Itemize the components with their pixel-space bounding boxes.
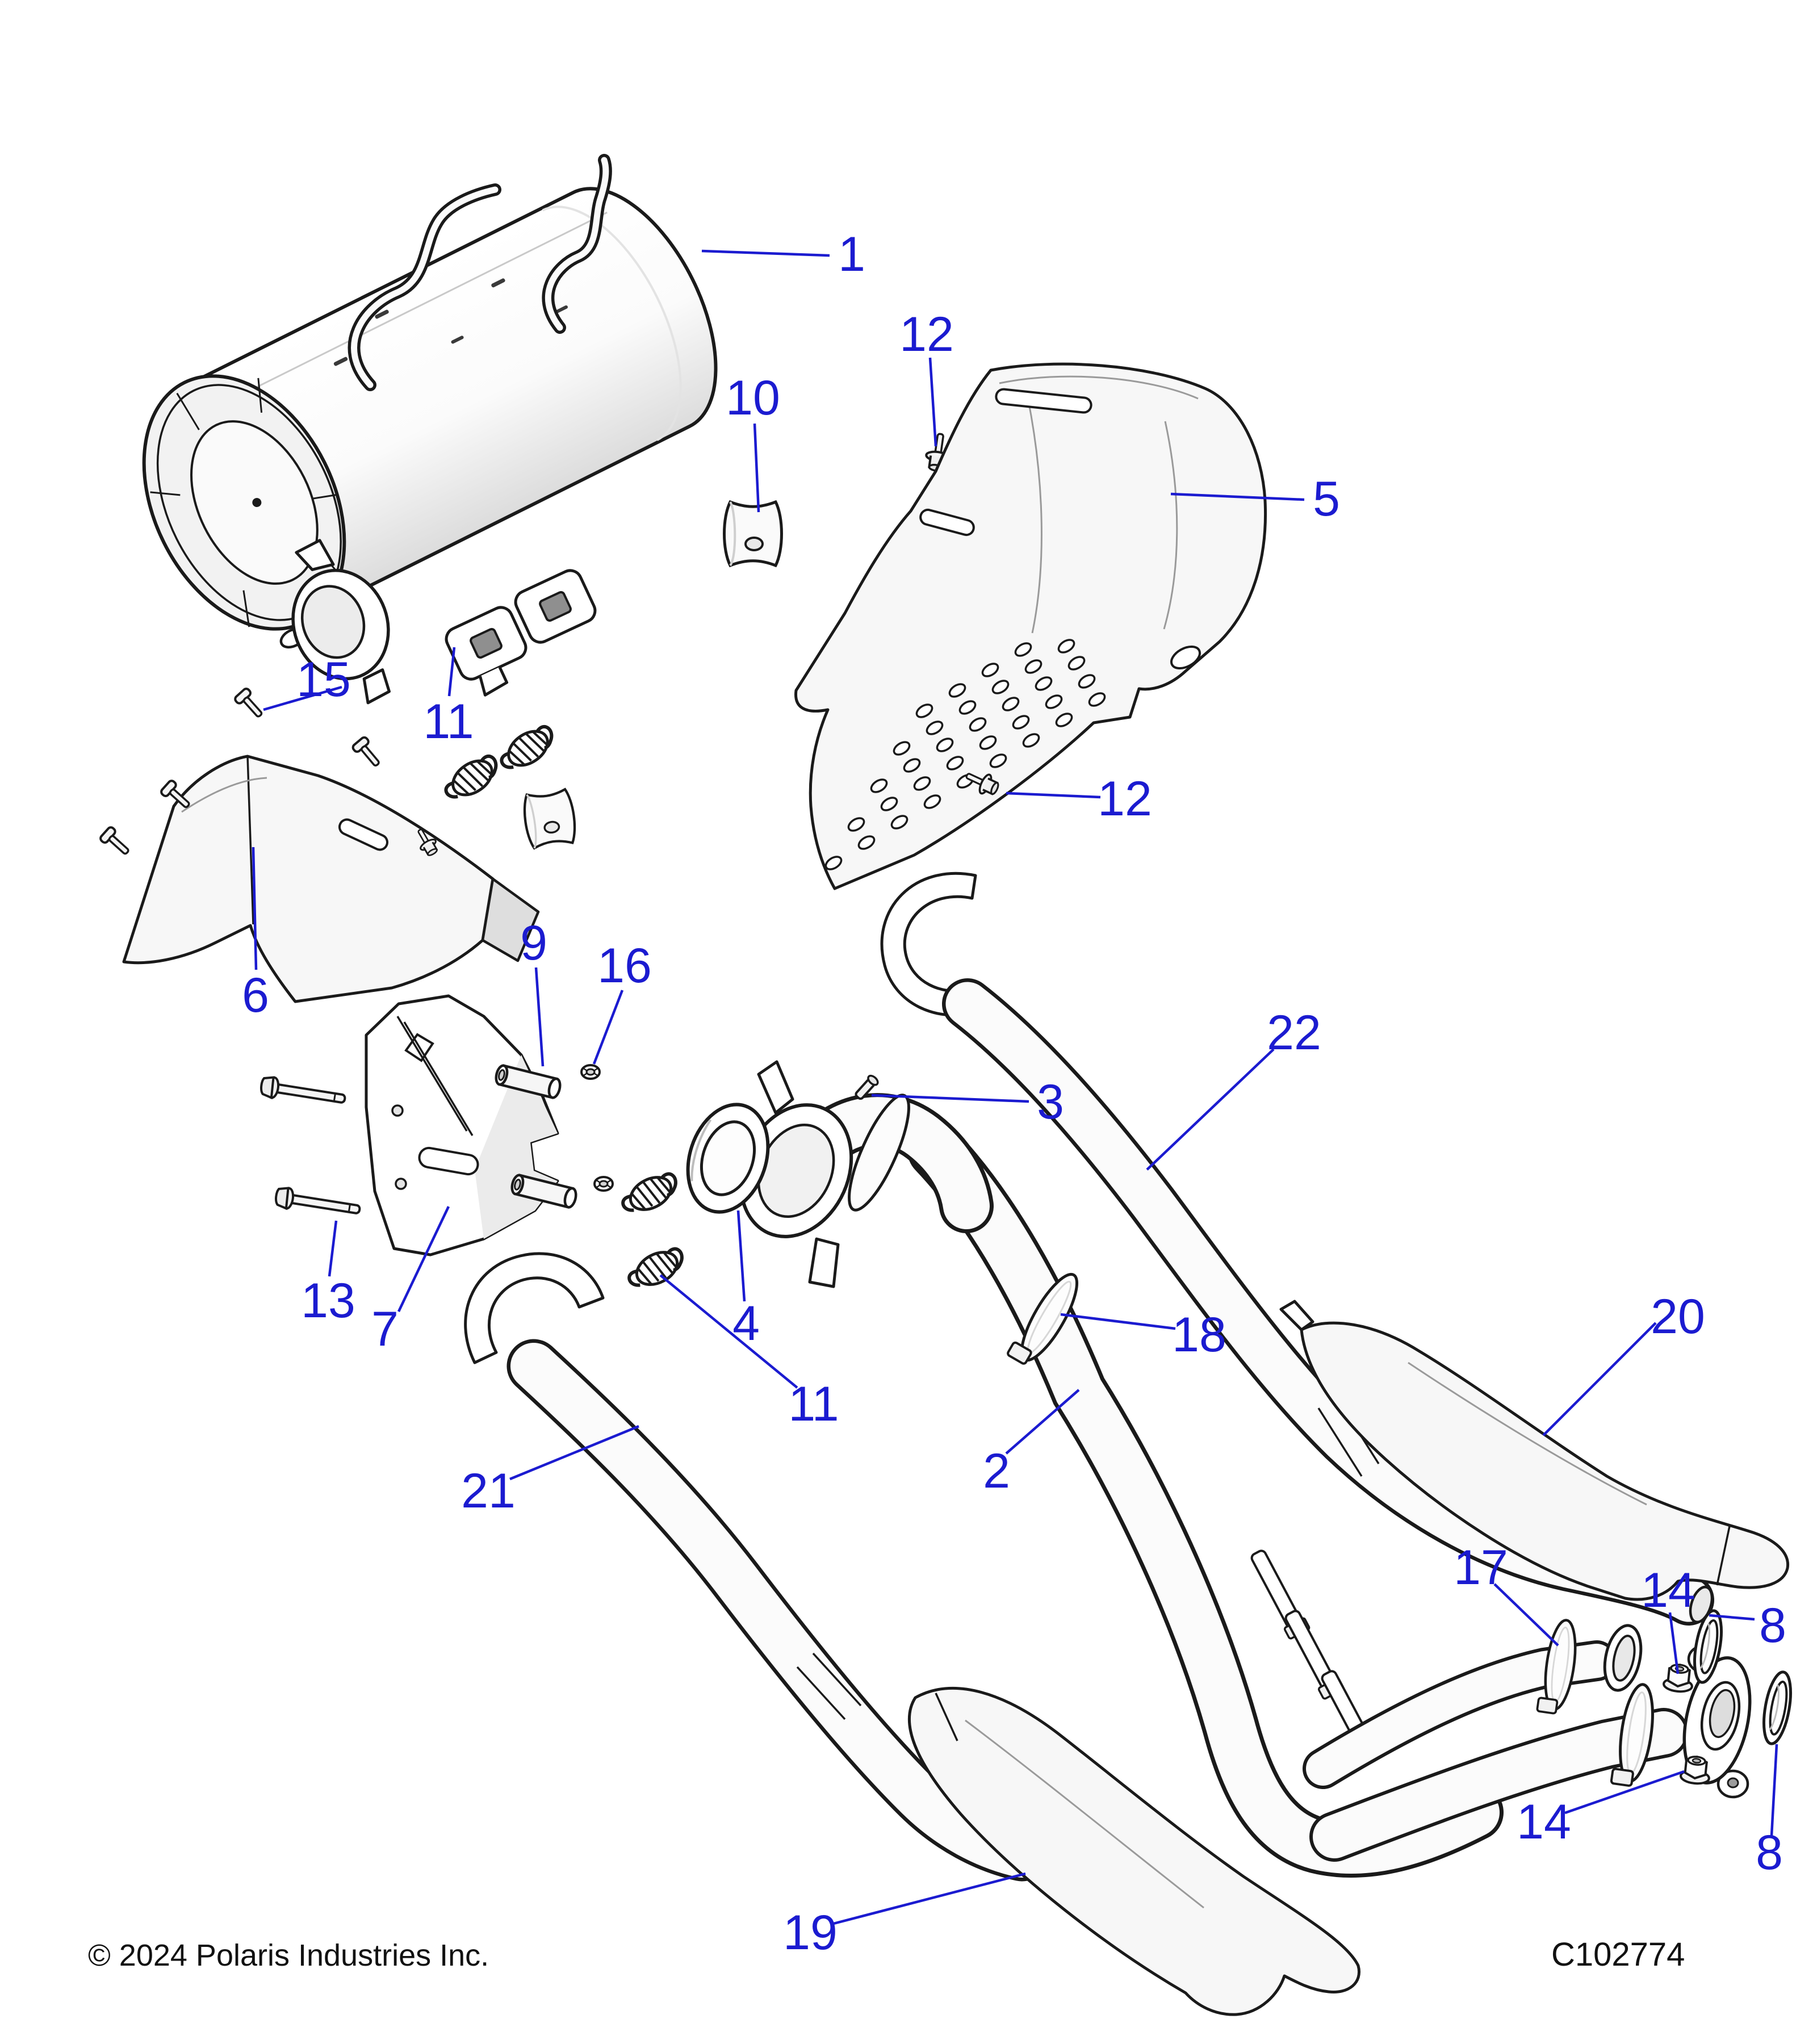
callout-17-label-20: 17	[1454, 1540, 1508, 1595]
callout-9-label-8: 9	[520, 916, 547, 970]
screw-15	[350, 735, 386, 772]
exhaust-gasket-4	[686, 1103, 770, 1214]
muffler-mount-boss	[514, 569, 597, 644]
callout-22-label-10: 22	[1267, 1006, 1321, 1060]
muffler-heat-shield-5	[794, 362, 1267, 890]
spring-icon	[624, 1242, 689, 1295]
callout-11-leader-17	[659, 1274, 798, 1389]
callout-21-label-19: 21	[461, 1464, 516, 1518]
callout-13-leader-12	[328, 1220, 338, 1277]
muffler-silencer	[142, 154, 718, 849]
callout-13-label-12: 13	[301, 1274, 355, 1328]
callout-1-leader-0	[701, 249, 830, 257]
callout-9-leader-8	[534, 967, 545, 1067]
drawing-number: C102774	[1551, 1936, 1685, 1973]
flange-nut-14	[1661, 1662, 1695, 1694]
callout-5-leader-3	[1170, 492, 1305, 501]
bolt-13	[273, 1185, 362, 1221]
shield-perforations	[824, 639, 1106, 870]
callout-10-leader-2	[753, 423, 760, 513]
callout-14-label-23: 14	[1517, 1795, 1571, 1849]
pipe-flange	[1682, 1644, 1752, 1799]
callout-6-leader-7	[252, 847, 258, 970]
bolt-13	[258, 1074, 348, 1111]
callout-15-leader-4	[263, 685, 342, 711]
callout-1-label-0: 1	[838, 227, 865, 282]
callout-12-leader-1	[928, 357, 937, 447]
callout-5-label-3: 5	[1313, 472, 1340, 526]
callout-16-leader-9	[592, 990, 624, 1065]
front-exhaust-pipe-21	[464, 1252, 1049, 1882]
callout-19-label-25: 19	[783, 1905, 838, 1960]
callout-11-label-17: 11	[788, 1377, 839, 1431]
callout-14-leader-21	[1668, 1612, 1680, 1674]
callout-8-label-24: 8	[1756, 1825, 1783, 1880]
callout-20-leader-15	[1542, 1322, 1657, 1436]
washer-16	[580, 1064, 601, 1080]
spring-icon	[496, 721, 559, 777]
pipe-flare	[1603, 1624, 1643, 1692]
spring-icon	[618, 1167, 683, 1220]
callout-8-label-22: 8	[1759, 1598, 1786, 1653]
callout-11-label-5: 11	[423, 694, 474, 749]
callout-2-label-18: 2	[983, 1444, 1010, 1498]
muffler-hanger-rod	[348, 154, 612, 391]
callout-20-label-15: 20	[1651, 1289, 1705, 1344]
callout-2-leader-18	[1005, 1389, 1080, 1455]
callout-4-leader-14	[736, 1210, 746, 1302]
pipe-heat-shield-19	[908, 1686, 1360, 2016]
callout-6-label-7: 6	[242, 968, 269, 1023]
callout-7-label-13: 7	[371, 1302, 399, 1356]
muffler-inlet	[291, 539, 391, 705]
callout-3-label-11: 3	[1037, 1075, 1064, 1129]
spring-icon	[440, 750, 504, 807]
callout-11-leader-5	[447, 647, 456, 697]
muffler-mount-boss	[445, 606, 527, 697]
gasket-8	[1759, 1670, 1795, 1745]
callout-14-leader-23	[1564, 1770, 1685, 1815]
washer-16	[593, 1176, 614, 1192]
callout-21-leader-19	[509, 1425, 639, 1481]
callout-18-label-16: 18	[1172, 1308, 1226, 1362]
callout-12-leader-6	[1006, 791, 1101, 799]
callout-4-label-14: 4	[732, 1296, 760, 1351]
exhaust-bracket-7	[258, 994, 614, 1256]
callout-14-label-21: 14	[1641, 1563, 1695, 1618]
heat-shield-6	[98, 686, 540, 1003]
callout-16-label-9: 16	[597, 939, 652, 993]
callout-18-leader-16	[1060, 1313, 1176, 1330]
callout-17-leader-20	[1493, 1583, 1559, 1647]
callout-10-label-2: 10	[726, 371, 780, 425]
mount-cushion-10	[725, 502, 782, 566]
callout-12-label-6: 12	[1098, 772, 1152, 826]
screw-15	[232, 686, 268, 723]
callout-12-label-1: 12	[899, 307, 954, 362]
mount-cushion	[522, 789, 577, 849]
screw-15	[98, 824, 135, 860]
callout-7-leader-13	[397, 1206, 450, 1312]
callout-19-leader-25	[831, 1872, 1026, 1926]
callout-22-leader-10	[1146, 1048, 1275, 1171]
callout-8-leader-24	[1770, 1744, 1778, 1836]
callout-3-leader-11	[871, 1094, 1029, 1103]
clamp-screw-3	[855, 1074, 879, 1100]
callout-15-label-4: 15	[296, 652, 351, 707]
pipe-heat-shield-20	[1279, 1300, 1790, 1601]
head-pipe-cluster	[1303, 1609, 1795, 1862]
callout-8-leader-22	[1709, 1614, 1755, 1621]
copyright-text: © 2024 Polaris Industries Inc.	[88, 1938, 489, 1972]
